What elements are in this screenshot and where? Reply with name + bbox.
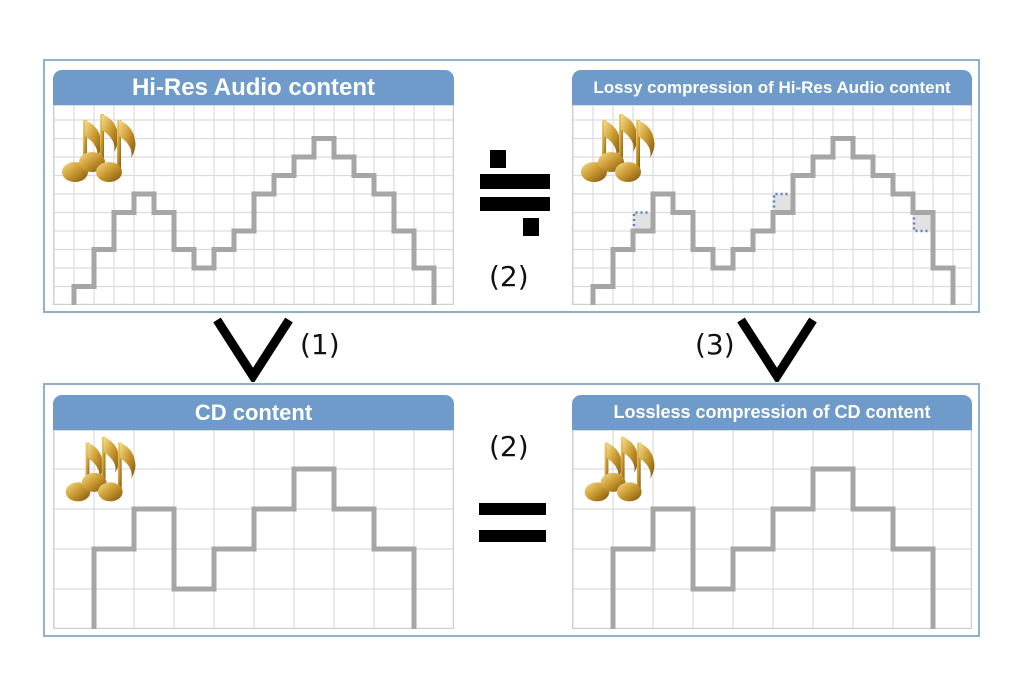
music-notes-icon xyxy=(65,436,136,502)
panel-cd: CD content xyxy=(53,395,454,629)
cd-step-chart xyxy=(53,429,454,629)
arrow-label-3: (3) xyxy=(695,328,735,361)
lossy-step-chart xyxy=(572,104,972,305)
not-equal-bar-top xyxy=(480,174,550,189)
equal-bar-bottom xyxy=(479,530,546,542)
panel-title-cd: CD content xyxy=(53,395,454,430)
not-equal-dot-top xyxy=(490,150,506,168)
music-notes-icon xyxy=(581,114,655,182)
panel-lossy: Lossy compression of Hi-Res Audio conten… xyxy=(572,70,972,305)
panel-title-hires: Hi-Res Audio content xyxy=(53,70,454,105)
chevron-down-icon xyxy=(737,317,817,382)
bottom-group-frame xyxy=(43,383,980,637)
not-equal-dot-bottom xyxy=(523,218,539,236)
bottom-relation-label: (2) xyxy=(489,430,529,463)
panel-title-lossy: Lossy compression of Hi-Res Audio conten… xyxy=(572,70,972,105)
music-notes-icon xyxy=(584,436,655,502)
step-waveform xyxy=(91,466,417,629)
step-waveform xyxy=(590,136,956,305)
arrow-label-1: (1) xyxy=(300,328,340,361)
equal-bar-top xyxy=(479,503,546,515)
top-group-frame xyxy=(43,59,980,313)
panel-lossless: Lossless compression of CD content xyxy=(572,395,972,629)
panel-title-lossless: Lossless compression of CD content xyxy=(572,395,972,430)
hires-step-chart xyxy=(53,104,454,305)
panel-hires: Hi-Res Audio content xyxy=(53,70,454,305)
step-waveform xyxy=(610,466,936,629)
not-equal-bar-bottom xyxy=(480,197,550,211)
music-notes-icon xyxy=(62,114,136,182)
top-relation-label: (2) xyxy=(489,260,529,293)
step-waveform xyxy=(71,136,437,305)
lossless-step-chart xyxy=(572,429,972,629)
chevron-down-icon xyxy=(213,317,293,382)
